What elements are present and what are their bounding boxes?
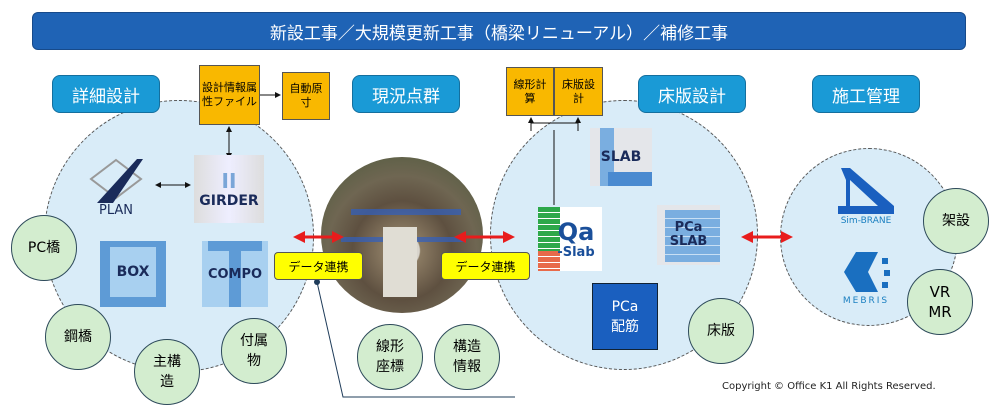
tag-attachments: 付属物: [221, 318, 287, 384]
design-info-file: 設計情報属性ファイル: [199, 65, 260, 125]
alignment-calc: 線形計算: [506, 67, 554, 116]
tag-erection: 架設: [923, 188, 989, 254]
box-logo: BOX: [100, 241, 166, 307]
auto-dimension: 自動原寸: [282, 72, 330, 120]
slab-logo: SLAB: [590, 128, 652, 186]
label-detail-design: 詳細設計: [52, 75, 160, 113]
tag-alignment-coords: 線形座標: [357, 324, 423, 390]
pca-rebar-box: PCa配筋: [592, 283, 658, 350]
label-construction: 施工管理: [812, 75, 920, 113]
compo-logo: COMPO: [202, 241, 268, 307]
data-link-left: データ連携: [274, 252, 363, 280]
tag-pc-bridge: PC橋: [11, 215, 77, 281]
label-slab-design: 床版設計: [638, 75, 746, 113]
slab-design-file: 床版設計: [554, 67, 603, 116]
pca-rebar-label: PCa配筋: [611, 298, 639, 335]
tag-vr-mr: VR MR: [907, 269, 973, 335]
qa-slab-logo: Qa -Slab: [538, 207, 602, 271]
tag-deck: 床版: [688, 298, 754, 364]
tag-structure-info: 構造情報: [434, 324, 500, 390]
data-link-right: データ連携: [441, 252, 530, 280]
girder-logo: II GIRDER: [194, 155, 264, 223]
copyright: Copyright © Office K1 All Rights Reserve…: [722, 381, 936, 392]
tag-main-structure: 主構造: [134, 339, 200, 405]
sim-brane-logo: Sim-BRANE: [835, 165, 897, 229]
pca-slab-logo: PCa SLAB: [657, 205, 720, 265]
mebris-logo: MEBRIS: [835, 245, 897, 311]
plan-logo: PLAN: [85, 152, 147, 222]
tag-steel-bridge: 鋼橋: [45, 304, 111, 370]
title-banner: 新設工事／大規模更新工事（橋梁リニューアル）／補修工事: [32, 12, 966, 50]
label-point-cloud: 現況点群: [352, 75, 460, 113]
